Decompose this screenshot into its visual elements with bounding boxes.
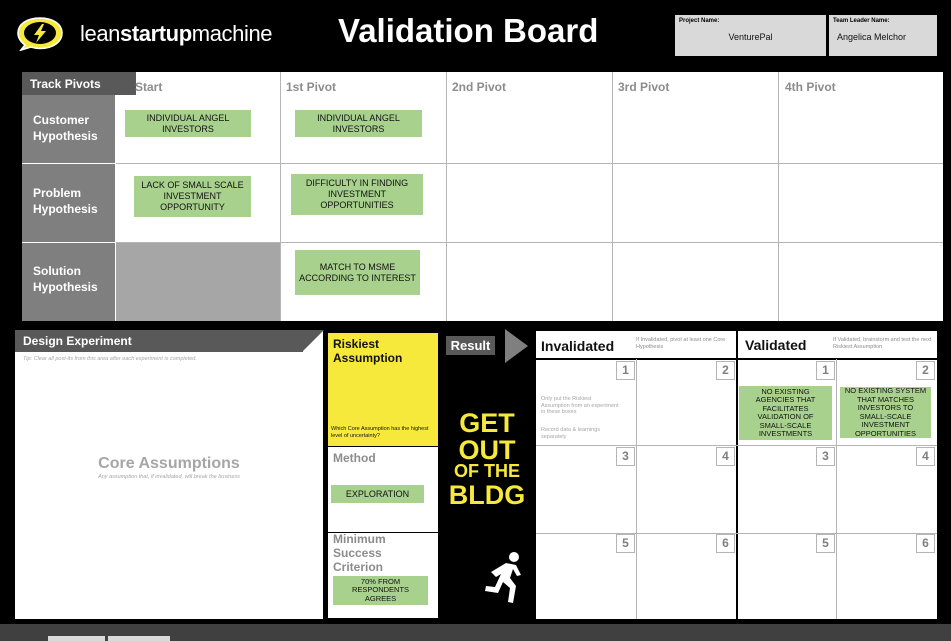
grid-divider (446, 72, 447, 321)
core-assumptions-title: Core Assumptions (98, 455, 240, 472)
project-name-field[interactable]: Project Name: VenturePal (675, 15, 826, 56)
grid-divider (116, 242, 943, 243)
design-experiment-header (15, 330, 303, 352)
sticky-note[interactable]: LACK OF SMALL SCALE INVESTMENT OPPORTUNI… (134, 176, 251, 217)
sticky-note[interactable]: MATCH TO MSME ACCORDING TO INTEREST (295, 250, 420, 295)
page-title: Validation Board (338, 12, 599, 49)
row-label-line: Hypothesis (33, 129, 98, 143)
validated-title: Validated (745, 337, 807, 353)
sheet-tab[interactable] (48, 636, 105, 641)
column-header-pivot-4: 4th Pivot (785, 80, 836, 94)
cell-number: 3 (816, 447, 835, 466)
method-title: Method (333, 451, 376, 465)
grid-divider (636, 359, 637, 619)
result-label: Result (446, 336, 495, 355)
column-header-start: Start (135, 80, 163, 94)
invalidated-note: If Invalidated, pivot at least one Core … (636, 337, 726, 350)
column-header-pivot-2: 2nd Pivot (452, 80, 507, 94)
solution-start-cell (116, 243, 280, 321)
cell-number: 2 (716, 361, 735, 380)
cell-number: 4 (716, 447, 735, 466)
grid-divider (116, 163, 943, 164)
arrow-right-icon (505, 329, 528, 363)
column-header-pivot-3: 3rd Pivot (618, 80, 670, 94)
row-label-line: Hypothesis (33, 202, 98, 216)
grid-divider (736, 331, 738, 619)
sticky-note[interactable]: NO EXISTING AGENCIES THAT FACILITATES VA… (739, 386, 832, 440)
sheet-tab[interactable] (108, 636, 170, 641)
team-leader-value: Angelica Melchor (837, 32, 907, 42)
validated-note: If Validated, brainstorm and test the ne… (833, 337, 932, 350)
grid-divider (536, 358, 937, 360)
footer-bar (0, 624, 951, 641)
sticky-note[interactable]: DIFFICULTY IN FINDING INVESTMENT OPPORTU… (291, 174, 423, 215)
get-out-of-the-building-text: OF THE (454, 461, 520, 481)
running-man-icon (485, 552, 521, 603)
msc-title-line: Success (333, 546, 382, 560)
design-experiment-label: Design Experiment (23, 334, 132, 348)
row-label-line: Problem (33, 186, 82, 200)
sticky-note[interactable]: EXPLORATION (331, 485, 424, 503)
project-name-label: Project Name: (679, 18, 720, 24)
team-leader-label: Team Leader Name: (833, 18, 890, 24)
grid-divider (778, 72, 779, 321)
cell-number: 5 (616, 534, 635, 553)
sticky-note[interactable]: 70% FROM RESPONDENTS AGREES (333, 576, 428, 605)
get-out-of-the-building-text: OUT (458, 435, 516, 465)
cell-number: 1 (816, 361, 835, 380)
project-name-value: VenturePal (728, 32, 773, 42)
cell-number: 1 (616, 361, 635, 380)
design-experiment-panel (15, 330, 323, 619)
row-label-line: Hypothesis (33, 280, 98, 294)
design-tip-text: Tip: Clear all post-its from this area a… (23, 356, 197, 362)
grid-divider (280, 72, 281, 321)
get-out-of-the-building-text: GET (459, 408, 515, 438)
msc-title-line: Minimum (333, 532, 386, 546)
sticky-note[interactable]: INDIVIDUAL ANGEL INVESTORS (295, 110, 422, 137)
lightning-bolt-logo-icon (17, 17, 63, 51)
grid-divider (536, 533, 937, 534)
riskiest-assumption-box[interactable] (328, 333, 438, 446)
team-leader-field[interactable]: Team Leader Name: Angelica Melchor (829, 15, 937, 56)
invalidated-title: Invalidated (541, 338, 615, 354)
results-instructions: Record data & learnings separately (541, 427, 601, 440)
msc-title-line: Criterion (333, 560, 384, 574)
core-assumptions-subtitle: Any assumption that, if invalidated, wil… (98, 474, 240, 480)
column-header-pivot-1: 1st Pivot (286, 80, 337, 94)
row-label-line: Solution (33, 264, 81, 278)
sticky-note[interactable]: NO EXISTING SYSTEM THAT MATCHES INVESTOR… (840, 386, 931, 438)
cell-number: 4 (916, 447, 935, 466)
row-label-line: Customer (33, 113, 90, 127)
cell-number: 2 (916, 361, 935, 380)
cell-number: 3 (616, 447, 635, 466)
cell-number: 5 (816, 534, 835, 553)
results-instructions: Only put the Riskiest Assumption from an… (541, 396, 619, 415)
design-experiment-tab-edge (302, 330, 324, 352)
lean-startup-machine-logo: leanstartupmachine (80, 21, 273, 46)
sticky-note[interactable]: INDIVIDUAL ANGEL INVESTORS (125, 110, 251, 137)
cell-number: 6 (716, 534, 735, 553)
get-out-of-the-building-text: BLDG (448, 480, 526, 510)
cell-number: 6 (916, 534, 935, 553)
track-pivots-header (22, 72, 136, 95)
grid-divider (536, 445, 937, 446)
riskiest-assumption-question: Which Core Assumption has the highest le… (331, 426, 429, 439)
track-pivots-label: Track Pivots (30, 77, 101, 91)
grid-divider (836, 359, 837, 619)
riskiest-title-line: Riskiest (333, 337, 380, 351)
track-pivots-tab-edge (114, 72, 136, 95)
grid-divider (612, 72, 613, 321)
riskiest-title-line: Assumption (333, 351, 403, 365)
